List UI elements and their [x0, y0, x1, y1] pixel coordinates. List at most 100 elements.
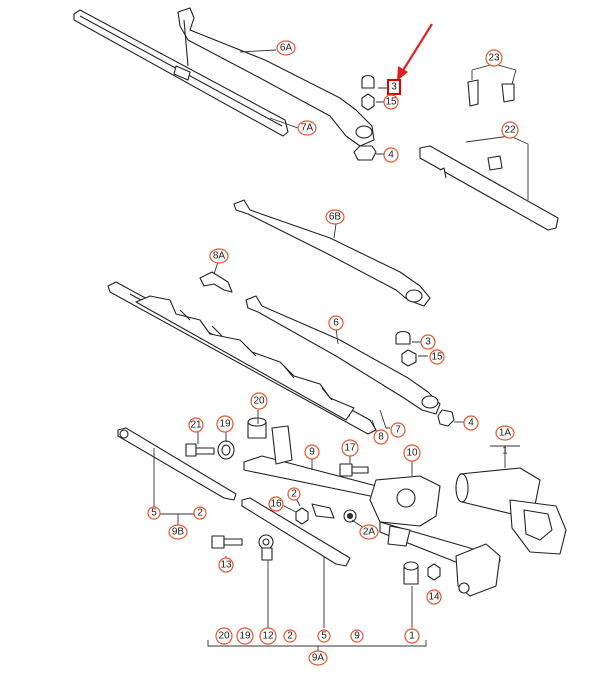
svg-text:7A: 7A [301, 123, 314, 134]
svg-text:22: 22 [504, 125, 516, 136]
callout-17: 17 [341, 439, 359, 457]
drive-rod-9 [243, 425, 385, 499]
callout-21: 21 [188, 417, 204, 433]
callout-6: 6 [328, 315, 344, 331]
svg-text:23: 23 [488, 53, 500, 64]
svg-text:15: 15 [385, 97, 397, 108]
callout-19-top: 19 [216, 415, 234, 433]
svg-text:2: 2 [287, 631, 293, 642]
highlight-arrow [397, 23, 433, 81]
callout-19-bot: 19 [236, 627, 254, 645]
svg-text:14: 14 [428, 592, 440, 603]
trim-strip-22 [419, 145, 559, 231]
svg-text:8A: 8A [213, 251, 226, 262]
wiper-blade-7a [73, 9, 289, 137]
wiper-arm-6b [233, 199, 431, 307]
callout-6b: 6B [325, 209, 345, 225]
svg-text:2: 2 [291, 489, 297, 500]
nut-16 [295, 507, 309, 525]
svg-text:1: 1 [502, 446, 508, 457]
callout-2-left: 2 [193, 506, 207, 520]
motor-1 [455, 467, 567, 555]
callout-20-bot: 20 [215, 627, 233, 645]
bushing-19-top [217, 440, 235, 460]
motor-bracket [455, 543, 501, 597]
bolt-13 [211, 535, 243, 549]
svg-text:15: 15 [431, 352, 443, 363]
callout-4-top: 4 [383, 147, 399, 163]
svg-text:7: 7 [395, 425, 401, 436]
svg-text:9: 9 [309, 447, 315, 458]
clip-8a [199, 271, 233, 293]
svg-text:12: 12 [262, 631, 274, 642]
svg-text:19: 19 [239, 631, 251, 642]
nut-14 [427, 563, 441, 581]
callout-5-bot: 5 [317, 629, 331, 643]
bushing-20-top [247, 417, 267, 439]
callout-4-mid: 4 [463, 415, 479, 431]
svg-text:1: 1 [409, 631, 415, 642]
callout-7: 7 [390, 422, 406, 438]
nut-cap-top [353, 74, 377, 161]
svg-text:8: 8 [378, 432, 384, 443]
svg-text:4: 4 [388, 150, 394, 161]
linkage-rod-left [117, 427, 237, 501]
callout-20-top: 20 [250, 392, 268, 410]
callout-9a: 9A [308, 650, 328, 666]
callout-5-left: 5 [147, 506, 161, 520]
callout-15-top: 15 [383, 94, 399, 110]
pin-2-mid [311, 503, 335, 519]
callout-9-top: 9 [304, 444, 320, 460]
callout-22: 22 [501, 121, 519, 139]
wiper-arm-6a [177, 7, 375, 147]
callout-3-highlighted[interactable]: 3 [387, 79, 401, 95]
svg-text:6B: 6B [329, 212, 342, 223]
callout-2a: 2A [359, 524, 379, 540]
svg-text:19: 19 [219, 419, 231, 430]
svg-text:9A: 9A [312, 653, 325, 664]
svg-text:2A: 2A [363, 527, 376, 538]
bushing-19-20-bot [258, 534, 274, 561]
svg-text:5: 5 [151, 508, 157, 519]
bushing-1-bot [403, 561, 419, 585]
svg-text:1A: 1A [499, 428, 512, 439]
svg-text:9B: 9B [172, 527, 185, 538]
callout-9b: 9B [168, 524, 188, 540]
callout-9-bot: 9 [350, 629, 364, 643]
svg-text:6A: 6A [280, 43, 293, 54]
callout-1-bot: 1 [404, 628, 420, 644]
wiper-blade-7 [107, 281, 377, 435]
callout-8: 8 [373, 429, 389, 445]
callout-23: 23 [485, 49, 503, 67]
bolt-21 [185, 443, 215, 457]
svg-text:3: 3 [391, 82, 397, 93]
svg-text:16: 16 [270, 499, 282, 510]
linkage-rod-lower [241, 497, 351, 567]
callout-6a: 6A [276, 40, 296, 56]
callout-2-bot: 2 [283, 629, 297, 643]
washer-2a [343, 509, 357, 523]
svg-text:2: 2 [197, 508, 203, 519]
svg-text:9: 9 [354, 631, 360, 642]
svg-text:10: 10 [406, 448, 418, 459]
callout-7a: 7A [297, 120, 317, 136]
svg-text:6: 6 [333, 318, 339, 329]
callout-12: 12 [259, 627, 277, 645]
svg-text:5: 5 [321, 631, 327, 642]
svg-text:20: 20 [218, 631, 230, 642]
svg-text:17: 17 [344, 443, 356, 454]
callout-14: 14 [426, 589, 442, 605]
callout-2-mid: 2 [287, 487, 301, 501]
callout-13: 13 [218, 557, 234, 573]
wiper-arm-6 [245, 295, 441, 415]
callout-16: 16 [268, 496, 284, 512]
bolt-17 [339, 463, 369, 477]
callout-10: 10 [403, 444, 421, 462]
callout-1a: 1A [495, 425, 515, 441]
svg-text:4: 4 [468, 418, 474, 429]
callout-15-mid: 15 [429, 349, 445, 365]
callout-1-top: 1 [502, 446, 508, 457]
svg-text:3: 3 [425, 337, 431, 348]
clip-23 [467, 79, 515, 107]
